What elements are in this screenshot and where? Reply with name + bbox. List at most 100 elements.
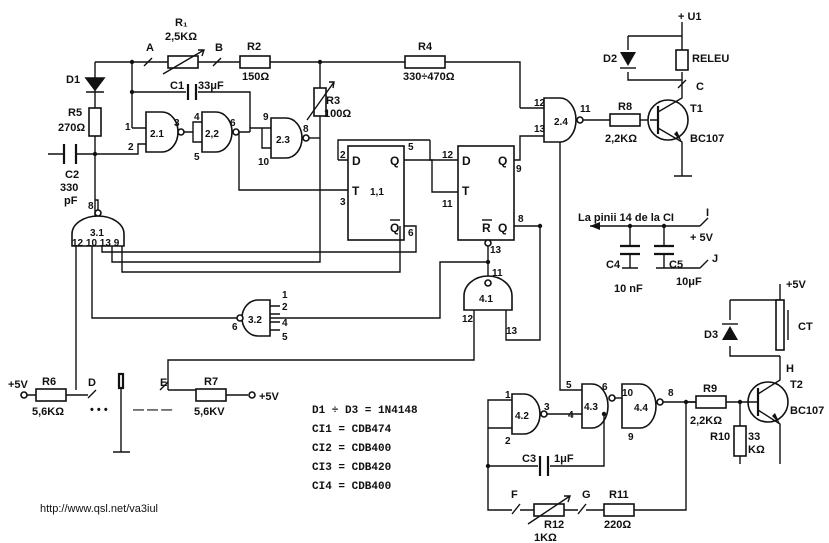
flipflop-1-2: D Q T R Q 12 11 9 8 13 (270, 135, 544, 341)
c5-label: C5 (669, 259, 683, 271)
resistor-r10: R10 33 KΩ (710, 402, 765, 464)
r6-value: 5,6KΩ (32, 406, 64, 418)
svg-text:3: 3 (174, 118, 180, 129)
svg-text:4.1: 4.1 (479, 294, 493, 305)
svg-text:13: 13 (490, 245, 502, 256)
svg-text:8: 8 (303, 124, 309, 135)
r10-value-b: KΩ (748, 444, 765, 456)
svg-text:5: 5 (194, 152, 200, 163)
legend-line-3: CI2 = CDB400 (312, 443, 391, 455)
svg-text:8: 8 (88, 201, 94, 212)
svg-text:2: 2 (282, 302, 288, 313)
svg-text:3: 3 (340, 197, 346, 208)
c3-label: C3 (522, 453, 536, 465)
supply-5v: + 5V (690, 232, 714, 244)
svg-text:Q: Q (498, 154, 507, 168)
svg-text:3.2: 3.2 (248, 315, 262, 326)
r8-value: 2,2KΩ (605, 133, 637, 145)
r12-label: R12 (544, 519, 564, 531)
svg-text:6: 6 (408, 228, 414, 239)
svg-text:3.1: 3.1 (90, 228, 104, 239)
svg-text:Q: Q (390, 221, 399, 235)
r5-value: 270Ω (58, 122, 85, 134)
svg-text:8: 8 (668, 388, 674, 399)
transistor-t1: T1 BC107 (647, 72, 724, 177)
component-legend: D1 ÷ D3 = 1N4148 CI1 = CDB474 CI2 = CDB4… (312, 405, 418, 493)
svg-text:9: 9 (516, 164, 522, 175)
capacitor-c2: C2 330 pF (48, 144, 95, 207)
svg-text:2.1: 2.1 (150, 129, 164, 140)
r9-value: 2,2KΩ (690, 415, 722, 427)
r2-value: 150Ω (242, 71, 269, 83)
r1-value: 2,5KΩ (165, 31, 197, 43)
r7-value: 5,6KV (194, 406, 225, 418)
diode-d1: D1 (66, 74, 106, 108)
svg-text:Q: Q (390, 154, 399, 168)
d2-label: D2 (603, 53, 617, 65)
resistor-r2: R2 150Ω (239, 41, 271, 83)
svg-text:4.3: 4.3 (584, 402, 598, 413)
svg-text:F: F (511, 489, 518, 501)
svg-text:E: E (160, 377, 167, 389)
flipflop-1-1: D Q T 1,1 Q 2 3 5 6 (101, 139, 458, 253)
gate-3-1: 3.1 12 10 13 9 8 (71, 199, 401, 390)
r3-label: R3 (326, 95, 340, 107)
gate-4-3: 4.3 5 4 6 (550, 380, 622, 467)
t2-label: T2 (790, 379, 803, 391)
svg-text:4: 4 (568, 410, 574, 421)
r9-label: R9 (703, 383, 717, 395)
resistor-r11: G R11 220Ω (577, 489, 636, 531)
r12-value: 1KΩ (534, 532, 557, 543)
resistor-r6: +5V R6 5,6KΩ (8, 376, 80, 418)
svg-text:4: 4 (282, 318, 288, 329)
legend-line-1: D1 ÷ D3 = 1N4148 (312, 405, 418, 417)
svg-text:A: A (146, 42, 154, 54)
top-rail (94, 59, 521, 108)
gate-2-4: 2.4 12 13 11 (520, 97, 610, 391)
svg-text:5: 5 (408, 142, 414, 153)
svg-text:I: I (706, 207, 709, 219)
gate-2-1: 2.1 1 2 3 (95, 111, 185, 155)
r4-value: 330÷470Ω (403, 71, 455, 83)
svg-text:9: 9 (263, 112, 269, 123)
svg-text:6: 6 (230, 118, 236, 129)
svg-text:12: 12 (534, 98, 546, 109)
svg-text:T: T (462, 184, 470, 198)
c4-label: C4 (606, 259, 621, 271)
svg-text:J: J (712, 253, 718, 265)
svg-text:B: B (215, 42, 223, 54)
svg-text:1: 1 (125, 122, 131, 133)
resistor-r7: E R7 5,6KV +5V (159, 376, 280, 418)
gate-2-2: 2,2 4 5 6 (184, 111, 240, 163)
svg-text:4.4: 4.4 (634, 403, 648, 414)
ct-label: CT (798, 321, 813, 333)
transistor-t2: T2 BC107 (740, 374, 824, 464)
d3-label: D3 (704, 329, 718, 341)
c5-value: 10μF (676, 276, 702, 288)
c2-value-b: pF (64, 195, 78, 207)
node-a: A (143, 42, 154, 67)
svg-text:2: 2 (340, 150, 346, 161)
t1-type: BC107 (690, 133, 724, 145)
gate-3-2: 3.2 1 2 4 5 6 (232, 290, 288, 343)
svg-text:1: 1 (282, 290, 288, 301)
d1-label: D1 (66, 74, 80, 86)
svg-text:C: C (696, 81, 704, 93)
svg-text:H: H (786, 363, 794, 375)
gate-4-2: 4.2 1 2 3 (487, 390, 582, 447)
svg-text:13: 13 (506, 326, 518, 337)
svg-text:G: G (582, 489, 591, 501)
svg-text:2: 2 (128, 142, 134, 153)
relay-label: RELEU (692, 53, 729, 65)
capacitor-c5: C5 10μF J (654, 226, 718, 288)
gate-2-3: 2.3 9 10 8 (238, 112, 348, 191)
resistor-r9: R9 2,2KΩ (686, 383, 743, 427)
c3-value: 1μF (554, 453, 574, 465)
svg-text:5: 5 (566, 380, 572, 391)
svg-text:9: 9 (628, 432, 634, 443)
svg-text:D: D (462, 154, 471, 168)
t2-type: BC107 (790, 405, 824, 417)
switch-d: D • • • — — — (80, 372, 172, 453)
r10-value-a: 33 (748, 431, 760, 443)
